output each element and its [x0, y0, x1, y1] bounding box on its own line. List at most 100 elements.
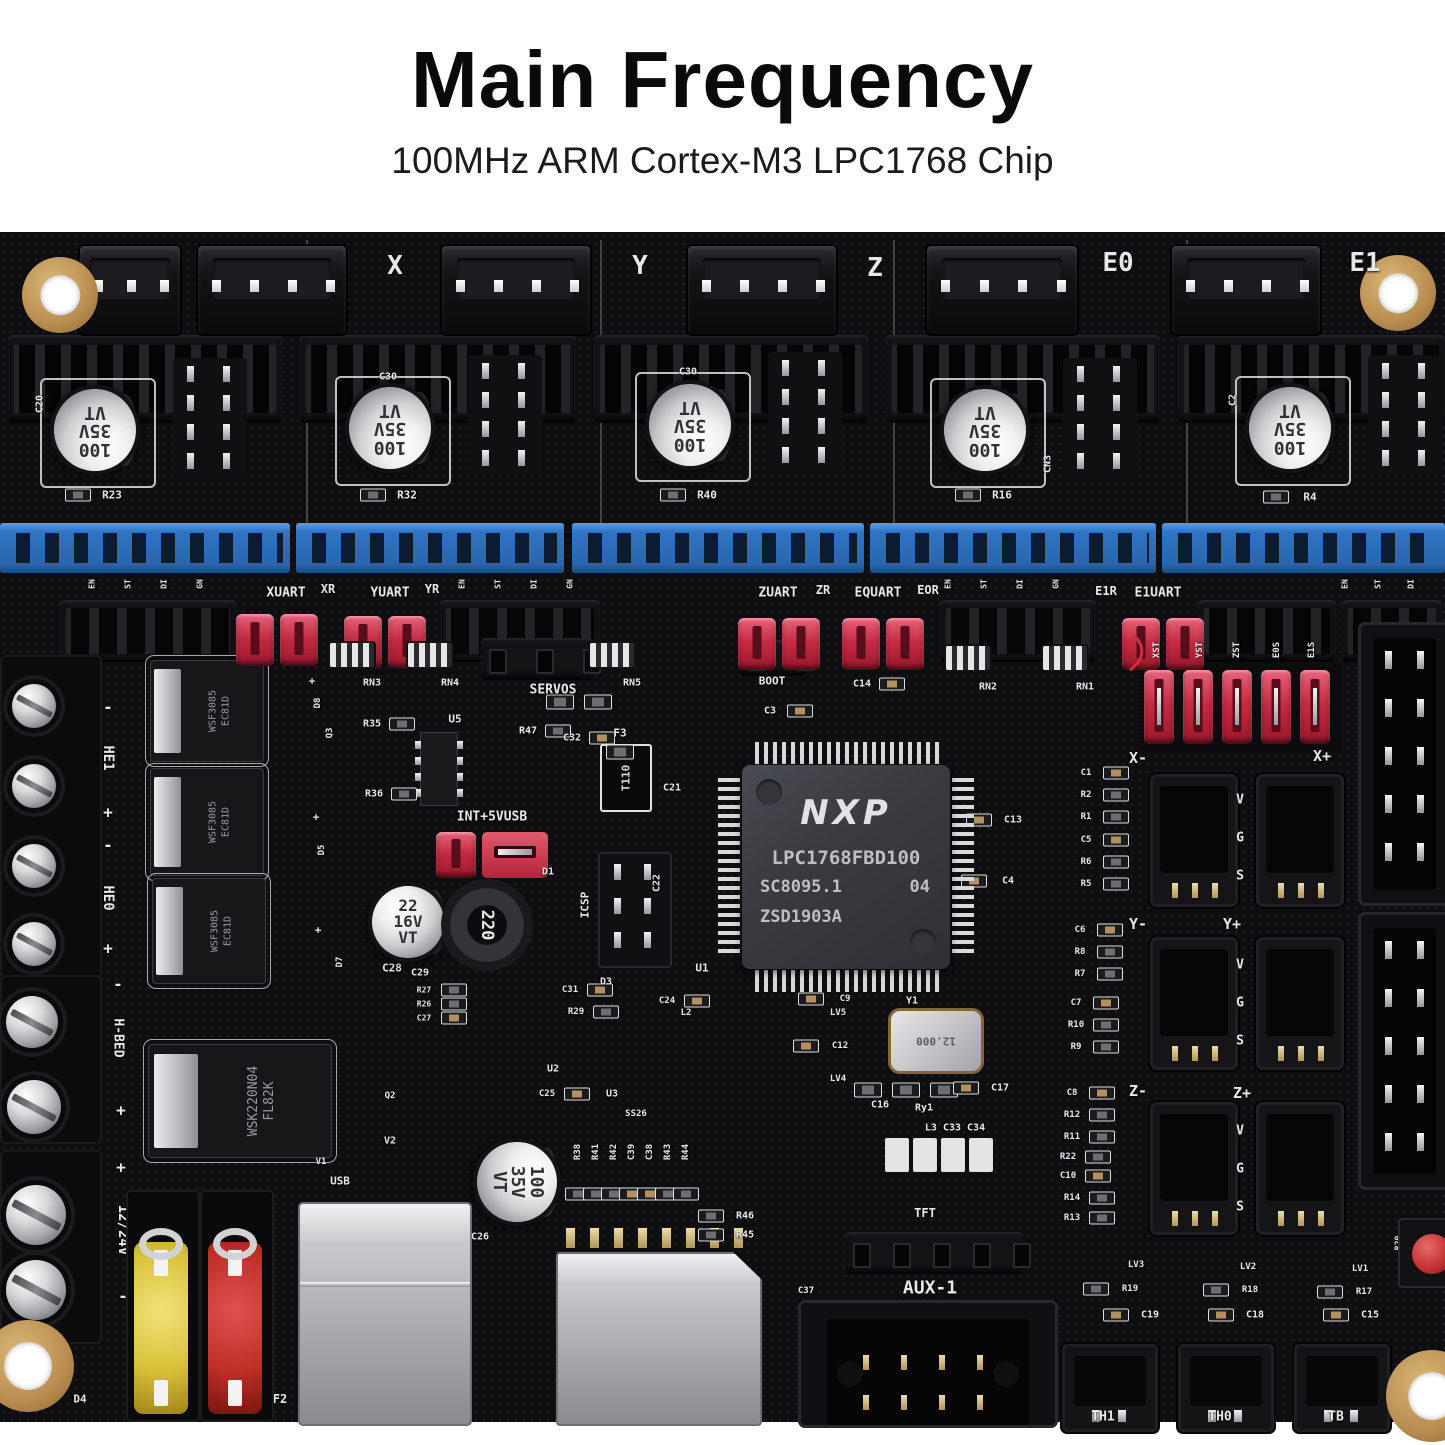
smd-body: [794, 707, 806, 715]
reset-button: [1412, 1234, 1445, 1274]
cap-text-line: 35V: [673, 415, 707, 437]
idc-pin: [1385, 1085, 1392, 1103]
hole-center: [4, 1342, 52, 1390]
idc-pin: [1417, 843, 1424, 861]
jumper-pin: [818, 389, 825, 405]
resistor-network: [946, 646, 990, 670]
connector-pin: [326, 280, 335, 292]
endstop-connector: [1254, 1100, 1346, 1237]
silk-label--: -: [113, 974, 123, 994]
chip-lot-code: SC8095.1: [760, 877, 842, 897]
fuse-ring: [139, 1228, 183, 1260]
silk-label-r10: R10: [1067, 1020, 1085, 1030]
silk-label-c31: C31: [561, 985, 579, 995]
silk-label-he1: HE1: [100, 745, 116, 771]
chip-pin1-dimple: [756, 779, 782, 805]
smd-body: [1215, 1311, 1227, 1319]
usb-seam: [300, 1282, 470, 1287]
jumper-pin: [187, 424, 194, 440]
mosfet-part-number: WSF3085: [209, 909, 221, 953]
mosfet-tab: [154, 1053, 199, 1149]
chip-pin-row: [718, 778, 740, 958]
mosfet-tab: [154, 669, 182, 753]
chip-rev: 04: [909, 877, 930, 897]
smd-resistor: [698, 1209, 724, 1223]
jumper-pin: [1313, 687, 1317, 725]
silk-label-zuart: ZUART: [758, 585, 798, 601]
red-jumper-tall: [1222, 670, 1252, 744]
smd-body: [960, 1084, 972, 1092]
red-jumper-tall: [1261, 670, 1291, 744]
smd-body: [1100, 1043, 1112, 1051]
silk-label--: +: [314, 923, 322, 937]
driver-jumper-block: [1368, 355, 1442, 475]
terminal-screw: [12, 922, 56, 966]
hole-center: [40, 275, 80, 315]
smd-resistor: [698, 1228, 724, 1242]
smd-capacitor: [1097, 923, 1123, 937]
jumper-pin: [498, 849, 532, 855]
sd-pin: [638, 1228, 647, 1248]
silk-label-r16: R16: [992, 488, 1012, 502]
thermistor-connector: [1060, 1342, 1160, 1434]
jumper-pin: [782, 418, 789, 434]
silk-label-s: S: [1236, 1033, 1244, 1049]
connector-pin: [979, 280, 989, 292]
chip-pin: [457, 789, 463, 797]
fuse-blade: [228, 1380, 242, 1406]
sd-pin: [614, 1228, 623, 1248]
smd-body: [691, 997, 703, 1005]
idc-pin: [901, 1395, 907, 1410]
silk-label-z-: Z-: [1128, 1082, 1148, 1100]
silk-label-c4: C4: [1001, 875, 1015, 887]
smd-resistor: [389, 717, 415, 731]
silk-label-c39: C39: [627, 1143, 637, 1161]
jumper-pin: [818, 447, 825, 463]
red-jumper: [782, 618, 820, 670]
sd-pin: [734, 1228, 743, 1248]
endstop-pin: [1298, 1211, 1304, 1226]
silk-label-tb: TB: [1328, 1409, 1344, 1425]
silk-label-d1: D1: [541, 866, 555, 878]
usb-b-port: [298, 1202, 472, 1426]
smd-resistor: [593, 1005, 619, 1019]
cap-text-line: 35V: [968, 420, 1002, 442]
jumper-pin: [187, 366, 194, 382]
idc-guide: [837, 1361, 863, 1387]
jumper-pin: [518, 392, 525, 408]
smd-body: [1092, 1153, 1104, 1161]
smd-resistor: [969, 1138, 993, 1172]
jumper-pin: [187, 453, 194, 469]
driver-jumper-block: [173, 358, 247, 478]
smd-body: [571, 1090, 583, 1098]
jumper-pin: [818, 418, 825, 434]
jumper-slot: [796, 626, 806, 659]
silk-label-r5: R5: [1080, 879, 1092, 889]
jumper-slot: [856, 626, 866, 659]
smd-body: [398, 790, 410, 798]
endstop-pin: [1298, 1046, 1304, 1061]
endstop-connector: [1148, 772, 1240, 909]
silk-label-s: S: [1236, 868, 1244, 884]
chip-dimple: [910, 929, 936, 955]
smd-body: [662, 1190, 674, 1198]
silk-label-c14: C14: [852, 678, 872, 690]
smd-body: [1100, 999, 1112, 1007]
icsp-pin: [614, 898, 621, 914]
toroid-value: 220: [477, 909, 497, 941]
smd-capacitor: [684, 994, 710, 1008]
silk-label-icsp: ICSP: [578, 891, 592, 919]
smd-capacitor: [1323, 1308, 1349, 1322]
resistor-network: [1043, 646, 1087, 670]
smd-body: [1104, 970, 1116, 978]
idc-pin: [1385, 989, 1392, 1007]
silk-label--: -: [103, 835, 113, 855]
cap-text-line: 100: [968, 438, 1002, 460]
smd-capacitor: [787, 704, 813, 718]
silk-label-c3: C3: [763, 705, 777, 717]
smd-resistor: [941, 1138, 965, 1172]
